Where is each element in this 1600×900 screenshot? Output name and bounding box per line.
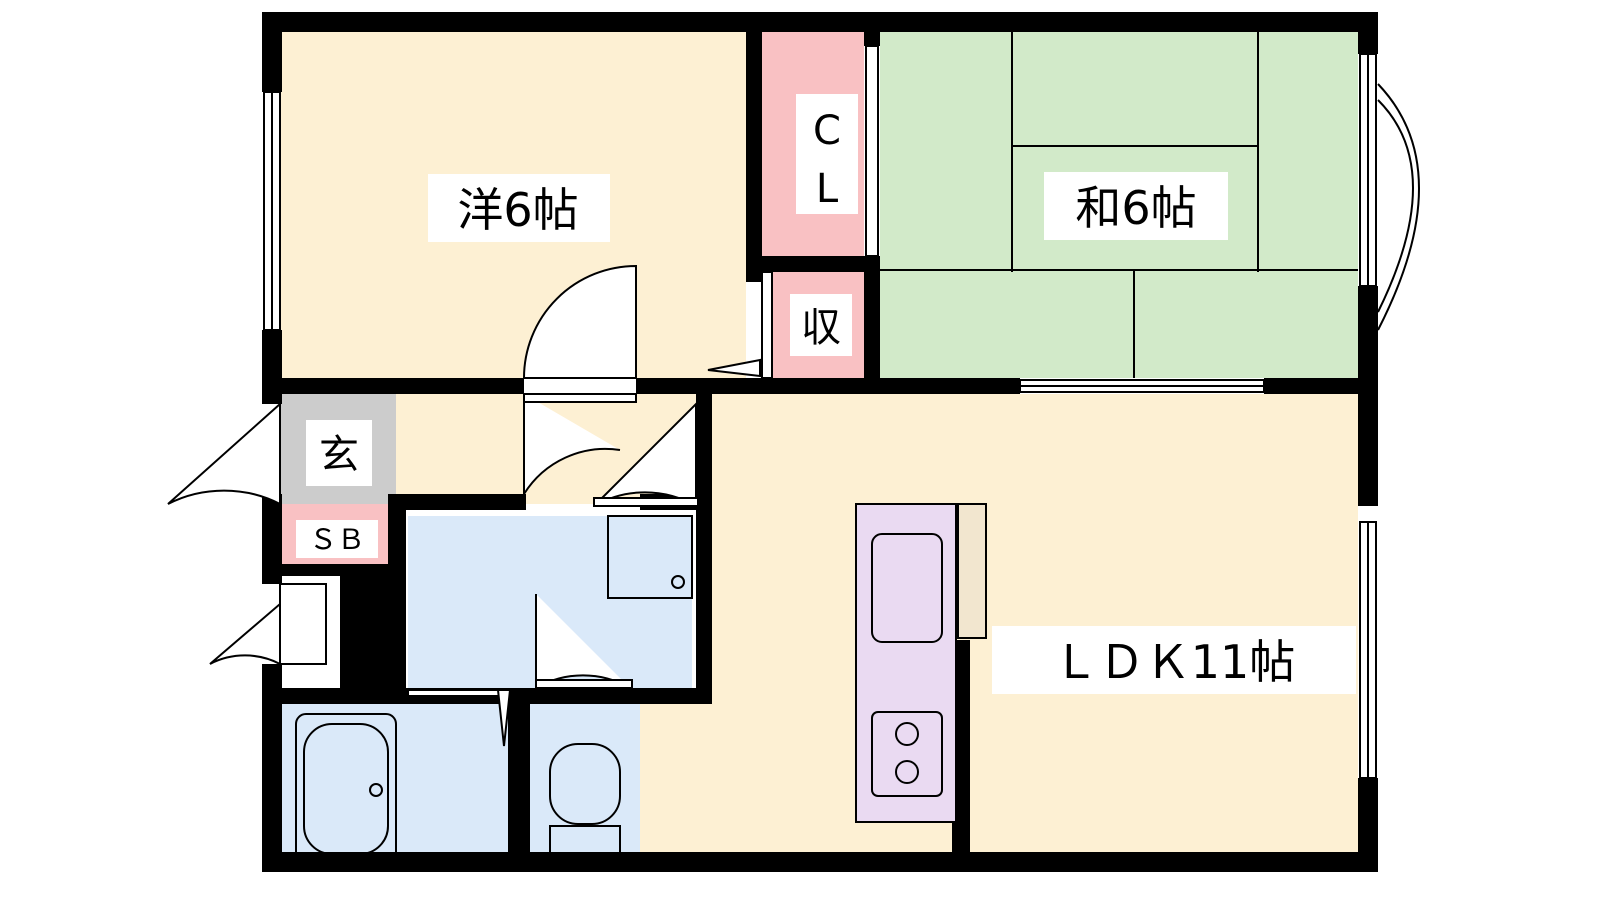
japanese-room-label: 和6帖 — [1075, 181, 1196, 235]
windows — [263, 45, 1377, 779]
bay-window-arc — [1377, 83, 1420, 331]
shoe-box-label: ＳＢ — [309, 523, 365, 556]
walls — [262, 12, 1378, 872]
entrance-label: 玄 — [319, 432, 359, 478]
storage-label: 収 — [801, 305, 841, 351]
tatami-lines — [880, 30, 1358, 378]
closet-label-bottom: L — [816, 166, 839, 212]
fixtures — [295, 503, 987, 863]
western-room-label: 洋6帖 — [457, 183, 578, 237]
closet-label-top: C — [813, 108, 841, 154]
bathroom-floor — [280, 704, 508, 872]
toilet-floor — [530, 704, 640, 872]
ldk-floor-lower — [640, 704, 720, 872]
doors — [167, 264, 773, 747]
ldk-label: ＬＤＫ11帖 — [1053, 635, 1296, 689]
